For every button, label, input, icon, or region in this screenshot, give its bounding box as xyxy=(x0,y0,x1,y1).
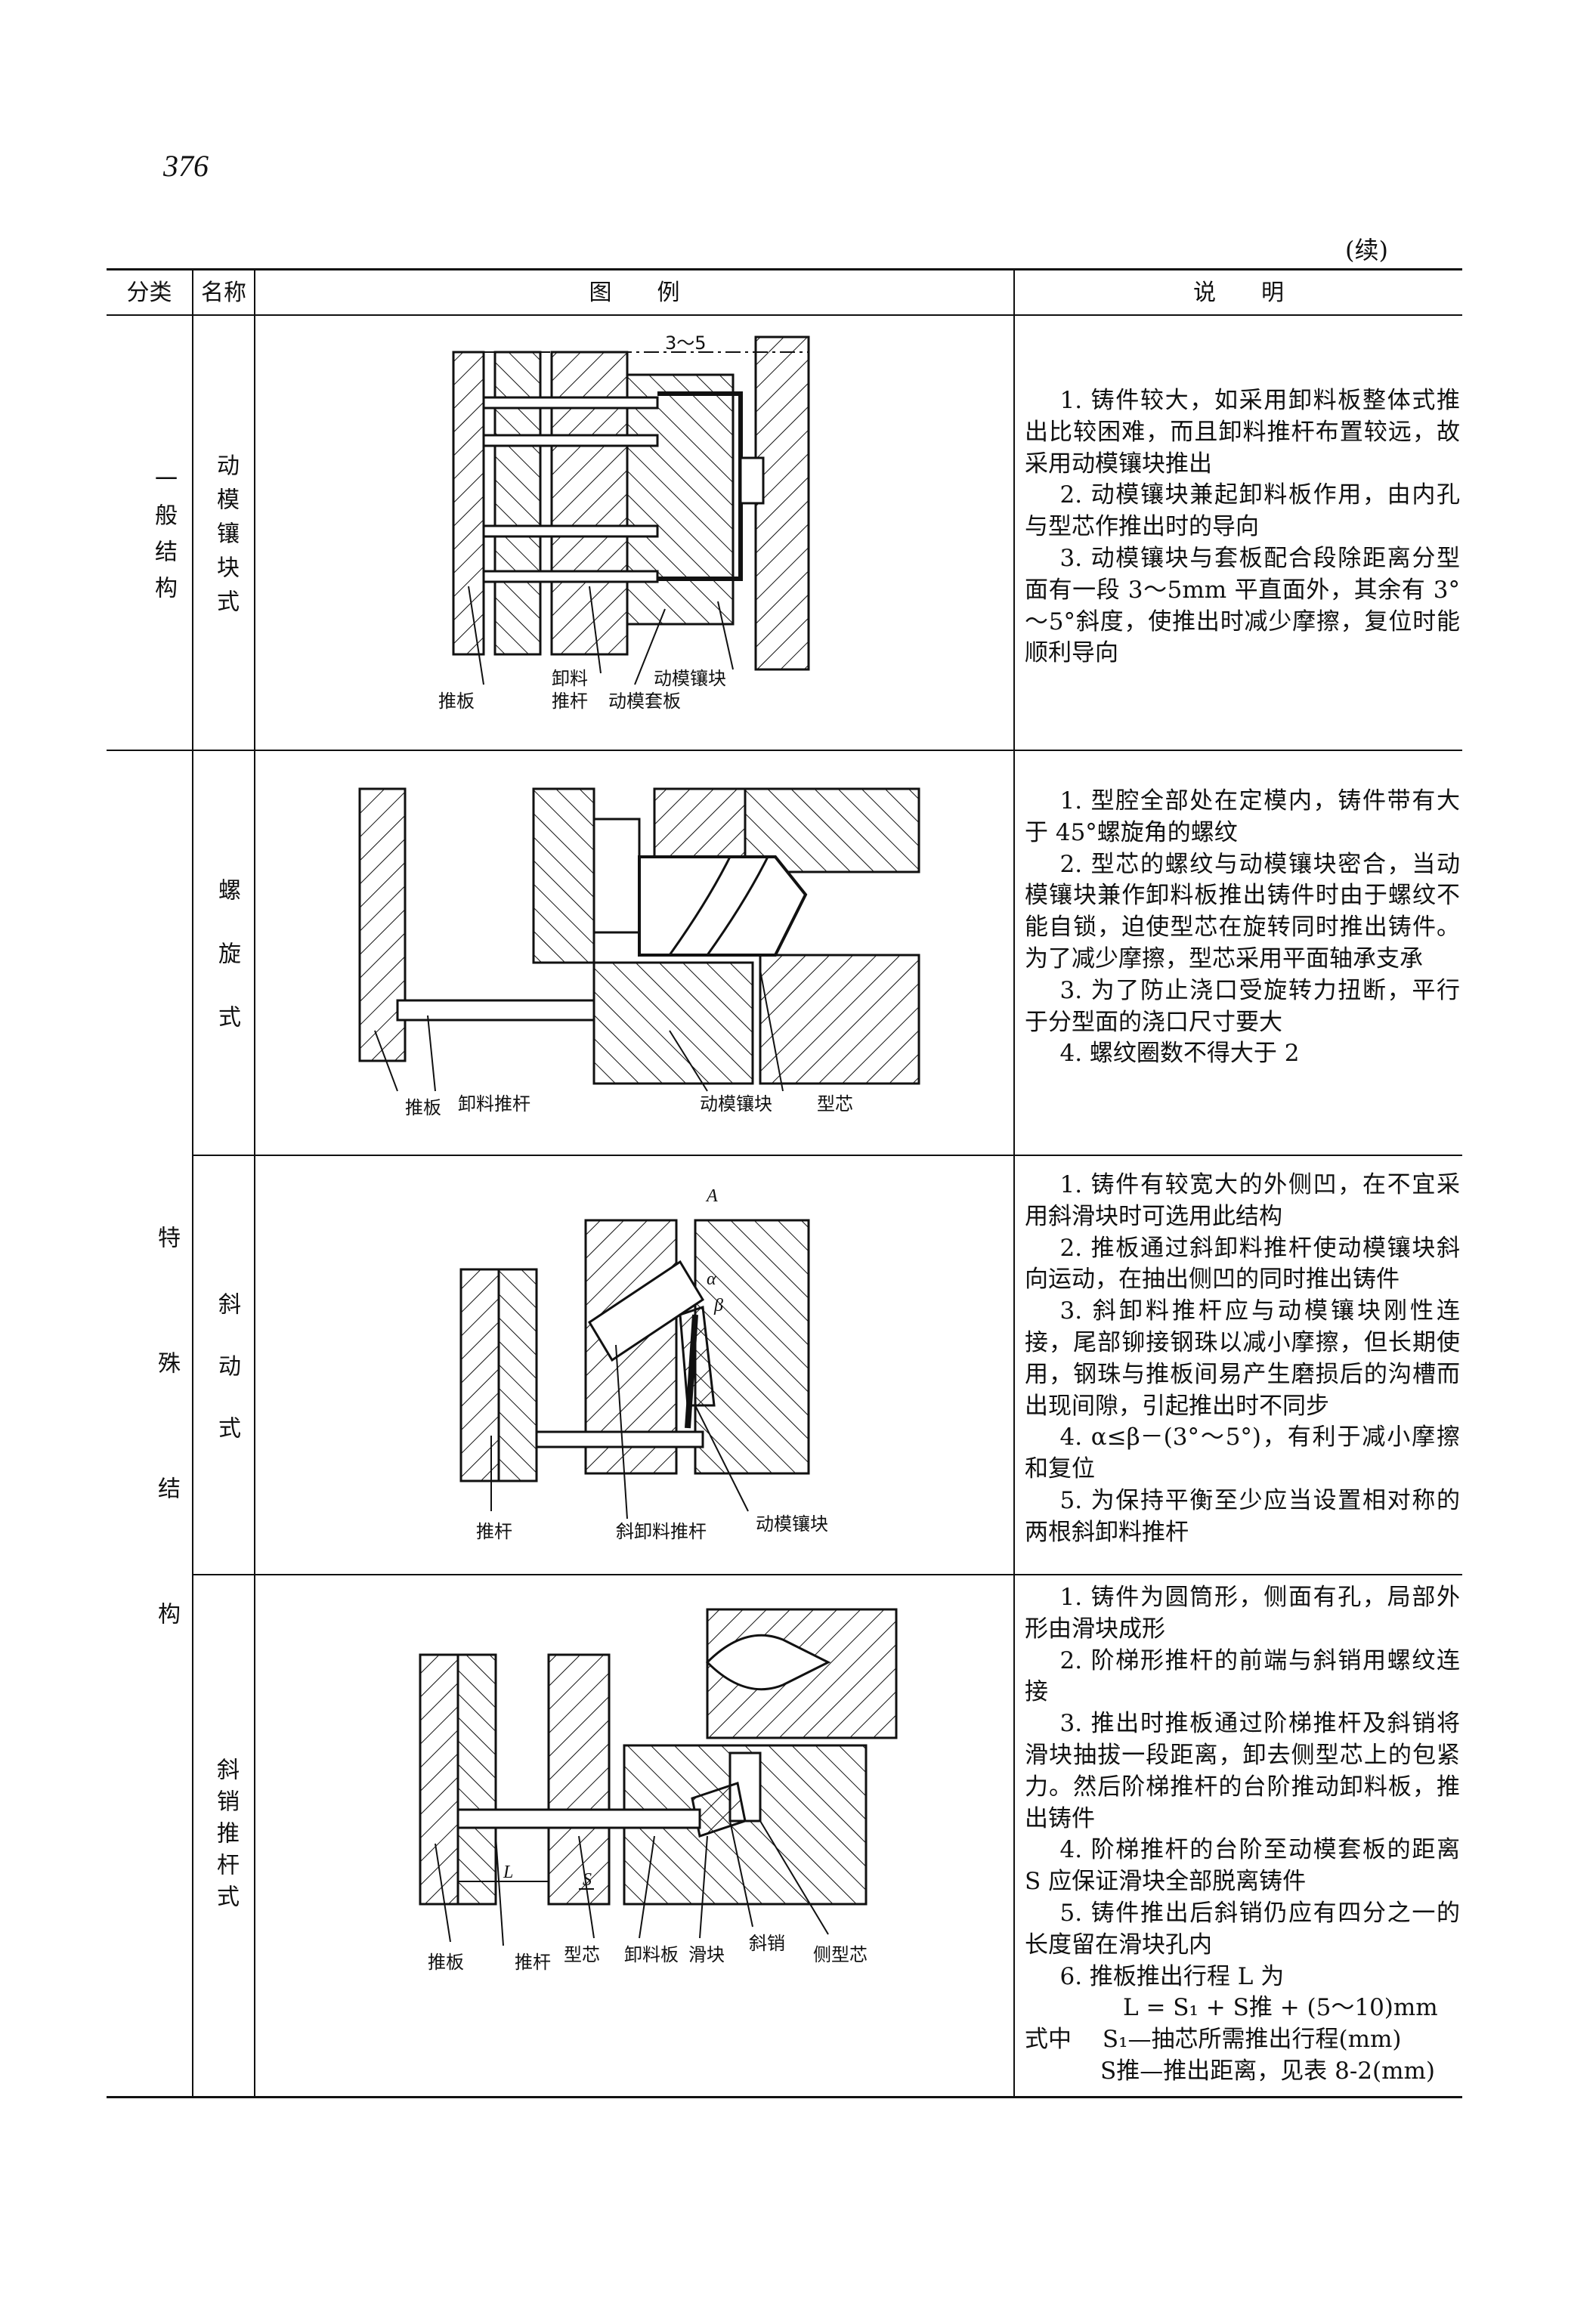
description-item: 4. 阶梯推杆的台阶至动模套板的距离 S 应保证滑块全部脱离铸件 xyxy=(1025,1836,1460,1896)
description-item: 2. 推板通过斜卸料推杆使动模镶块斜向运动，在抽出侧凹的同时推出铸件 xyxy=(1025,1234,1460,1294)
description-item: 4. 螺纹圈数不得大于 2 xyxy=(1059,1040,1300,1068)
figure-label: 推杆 xyxy=(552,691,588,712)
figure-moving-insert: 3～5 推板 卸料 推杆 动模套板 动模镶块 xyxy=(438,332,810,712)
figure-label: 滑块 xyxy=(688,1944,725,1965)
description-item: 5. 铸件推出后斜销仍应有四分之一的长度留在滑块孔内 xyxy=(1025,1899,1460,1958)
continued-label: (续) xyxy=(1345,236,1388,264)
description-item: 1. 铸件较大，如采用卸料板整体式推出比较困难，而且卸料推杆布置较远，故采用动模… xyxy=(1025,387,1460,478)
description-row-2: 1. 型腔全部处在定模内，铸件带有大于 45°螺旋角的螺纹 2. 型芯的螺纹与动… xyxy=(1025,786,1460,1070)
where-item: S推—推出距离，见表 8-2(mm) xyxy=(1100,2057,1435,2085)
category-special: 特殊结构 xyxy=(153,1226,180,1727)
header-name: 名称 xyxy=(201,280,246,306)
figure-label: 动模镶块 xyxy=(756,1513,828,1535)
figure-label: 卸料板 xyxy=(624,1944,679,1965)
figure-label: 斜卸料推杆 xyxy=(616,1521,707,1542)
description-item: 5. 为保持平衡至少应当设置相对称的两根斜卸料推杆 xyxy=(1025,1486,1460,1546)
figure-label: 动模套板 xyxy=(608,691,681,712)
figure-label: 推杆 xyxy=(476,1521,512,1542)
header-category: 分类 xyxy=(126,280,172,306)
figure-label: 动模镶块 xyxy=(654,668,726,689)
figure-label-alpha: α xyxy=(707,1269,716,1289)
description-item: 1. 铸件有较宽大的外侧凹，在不宜采用斜滑块时可选用此结构 xyxy=(1025,1171,1460,1230)
figure-label: 动模镶块 xyxy=(700,1093,772,1114)
figure-inclined: A α β 推杆 斜卸料推杆 动模镶块 xyxy=(459,1186,828,1542)
description-item: 2. 阶梯形推杆的前端与斜销用螺纹连接 xyxy=(1025,1646,1460,1706)
figure-label: 型芯 xyxy=(817,1093,853,1114)
header-figure: 图 例 xyxy=(589,280,680,306)
figure-label: 斜销 xyxy=(749,1933,785,1954)
description-item: 4. α≤β－(3°～5°)，有利于减小摩擦和复位 xyxy=(1025,1424,1460,1483)
row-name-2: 螺旋式 xyxy=(214,878,240,1068)
figure-label: 推板 xyxy=(438,691,475,712)
figure-label: 推杆 xyxy=(515,1952,551,1973)
description-item: 2. 动模镶块兼起卸料板作用，由内孔与型芯作推出时的导向 xyxy=(1025,481,1460,541)
description-row-4: 1. 铸件为圆筒形，侧面有孔，局部外形由滑块成形 2. 阶梯形推杆的前端与斜销用… xyxy=(1025,1582,1460,2088)
figure-label-A: A xyxy=(705,1186,718,1206)
figure-angle-pin: L S 推板 推杆 型芯 卸料板 滑块 斜销 侧型芯 xyxy=(419,1608,898,1973)
figure-label: 卸料 xyxy=(552,668,588,689)
description-item: 6. 推板推出行程 L 为 xyxy=(1059,1962,1285,1990)
description-item: 1. 铸件为圆筒形，侧面有孔，局部外形由滑块成形 xyxy=(1025,1584,1460,1643)
description-item: 1. 型腔全部处在定模内，铸件带有大于 45°螺旋角的螺纹 xyxy=(1025,787,1460,846)
figure-label: 型芯 xyxy=(564,1944,600,1965)
description-item: 3. 斜卸料推杆应与动模镶块刚性连接，尾部铆接钢珠以减小摩擦，但长期使用，钢珠与… xyxy=(1025,1297,1460,1420)
row-name-4: 斜销推杆式 xyxy=(212,1758,239,1916)
figure-label: 侧型芯 xyxy=(813,1944,868,1965)
description-item: 3. 推出时推板通过阶梯推杆及斜销将滑块抽拔一段距离，卸去侧型芯上的包紧力。然后… xyxy=(1025,1710,1460,1832)
where-label: 式中 xyxy=(1025,2026,1072,2054)
description-item: 3. 动模镶块与套板配合段除距离分型面有一段 3～5mm 平直面外，其余有 3°… xyxy=(1025,544,1460,667)
figure-label-S: S xyxy=(583,1870,592,1890)
page-number: 376 xyxy=(163,149,209,183)
description-row-3: 1. 铸件有较宽大的外侧凹，在不宜采用斜滑块时可选用此结构 2. 推板通过斜卸料… xyxy=(1025,1170,1460,1549)
formula: L = S₁ + S推 + (5～10)mm xyxy=(1123,1994,1438,2022)
figure-label: 推板 xyxy=(428,1952,464,1973)
figure-label: 推板 xyxy=(405,1097,441,1118)
description-row-1: 1. 铸件较大，如采用卸料板整体式推出比较困难，而且卸料推杆布置较远，故采用动模… xyxy=(1025,385,1460,669)
header-description: 说 明 xyxy=(1193,280,1284,306)
figure-label: 卸料推杆 xyxy=(458,1093,530,1114)
row-name-3: 斜动式 xyxy=(214,1292,240,1478)
description-item: 3. 为了防止浇口受旋转力扭断，平行于分型面的浇口尺寸要大 xyxy=(1025,976,1460,1036)
figure-label-dimension: 3～5 xyxy=(665,332,707,354)
category-general: 一般结构 xyxy=(150,467,177,612)
figure-spiral: 推板 卸料推杆 动模镶块 型芯 xyxy=(358,787,920,1118)
where-item: S₁—抽芯所需推出行程(mm) xyxy=(1102,2026,1402,2054)
description-item: 2. 型芯的螺纹与动模镶块密合，当动模镶块兼作卸料板推出铸件时由于螺纹不能自锁，… xyxy=(1025,850,1460,972)
figure-label-beta: β xyxy=(713,1296,723,1315)
figure-label-L: L xyxy=(503,1863,513,1882)
row-name-1: 动模镶块式 xyxy=(212,453,239,623)
